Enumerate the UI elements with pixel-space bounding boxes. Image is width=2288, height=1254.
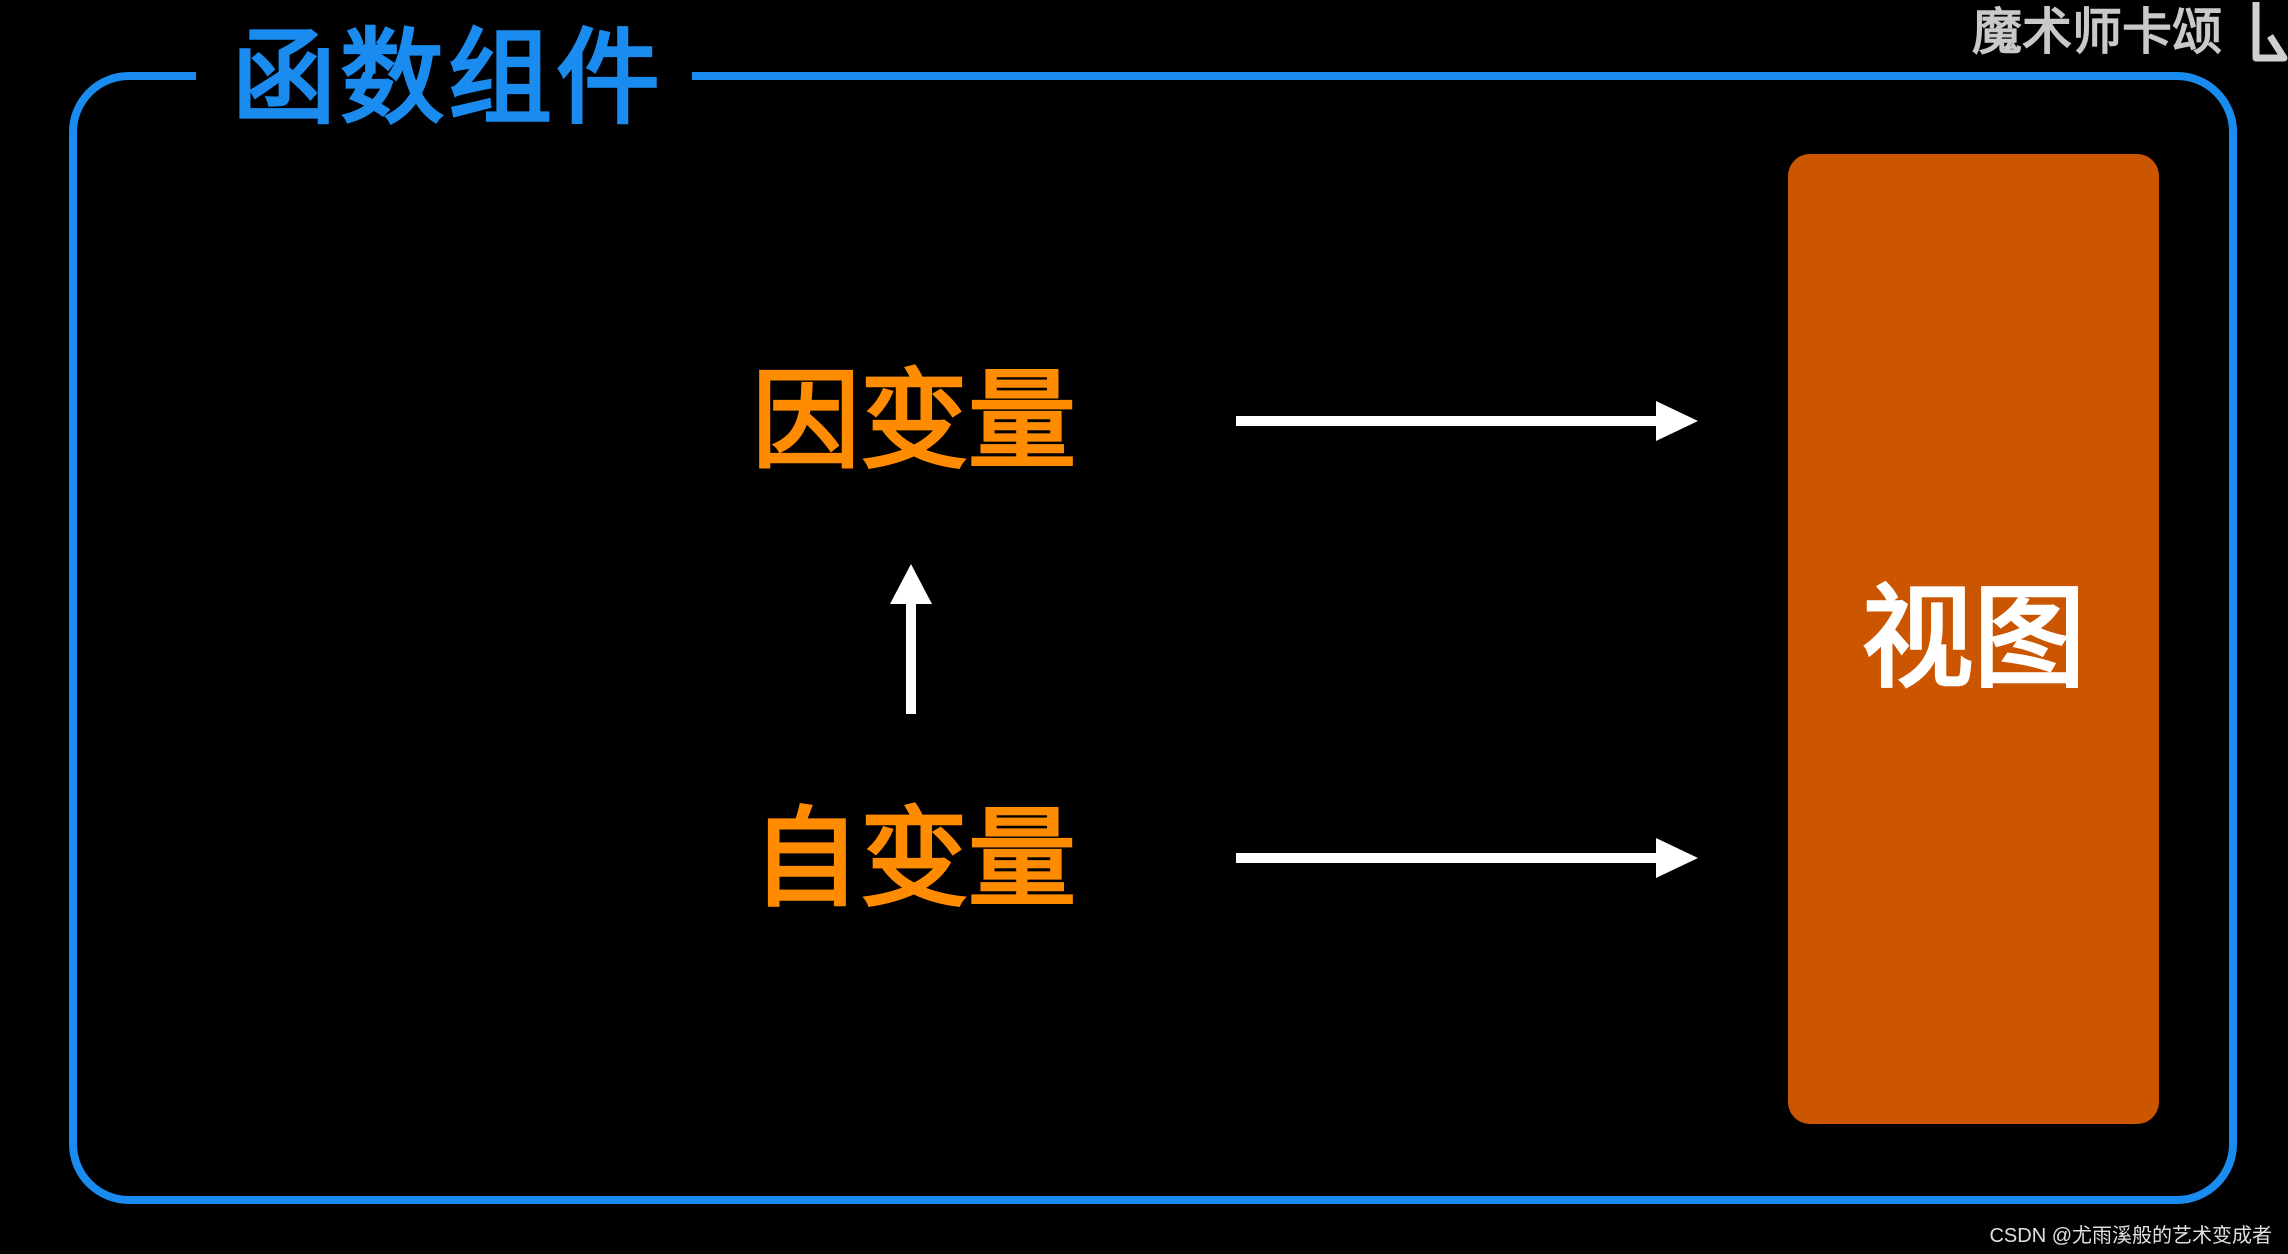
arrow-independent-to-dependent: [890, 564, 932, 714]
dependent-variable-label: 因变量: [752, 359, 1077, 484]
independent-variable-label: 自变量: [752, 797, 1077, 922]
watermark-logo-icon: [2252, 2, 2288, 62]
watermark-bottom-right: CSDN @尤雨溪般的艺术变成者: [1989, 1225, 2272, 1247]
frame-title: 函数组件: [232, 17, 665, 139]
view-box: 视图: [1788, 154, 2159, 1124]
function-component-frame: [69, 72, 2237, 1204]
arrow-dependent-to-view: [1236, 401, 1698, 441]
arrow-independent-to-view: [1236, 838, 1698, 878]
title-gap: [196, 40, 692, 120]
watermark-top-right: 魔术师卡颂: [1972, 3, 2222, 61]
view-label: 视图: [1861, 574, 2086, 704]
